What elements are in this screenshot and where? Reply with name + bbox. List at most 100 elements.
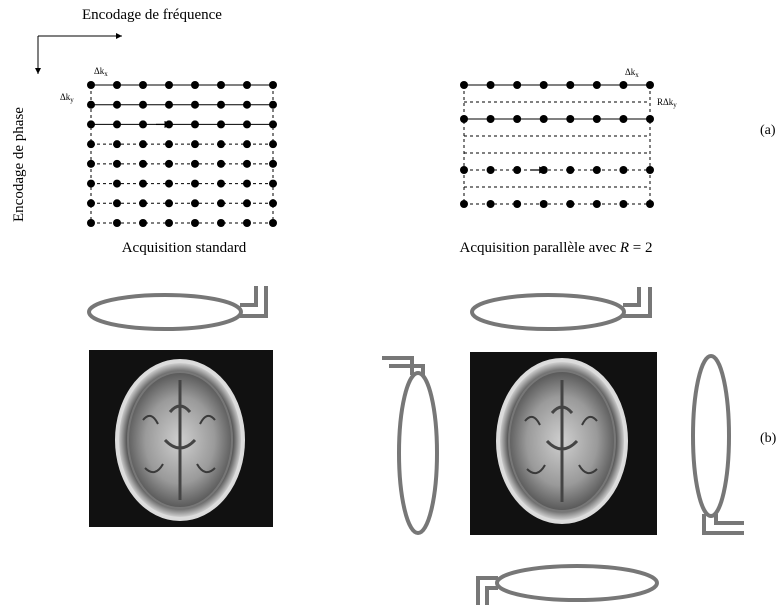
kspace-sample-point (191, 199, 199, 207)
kspace-sample-point (269, 101, 277, 109)
kspace-sample-point (243, 219, 251, 227)
kspace-sample-point (217, 219, 225, 227)
encoding-axes: Encodage de fréquence Encodage de phase (11, 7, 222, 222)
kspace-sample-point (269, 140, 277, 148)
kspace-sample-point (113, 160, 121, 168)
kspace-sample-point (566, 81, 574, 89)
kspace-sample-point (139, 120, 147, 128)
kspace-sample-point (593, 115, 601, 123)
kspace-sample-point (243, 101, 251, 109)
kspace-sample-point (487, 81, 495, 89)
kspace-sample-point (113, 120, 121, 128)
kspace-sample-point (113, 140, 121, 148)
kspace-sample-point (87, 101, 95, 109)
r-delta-ky-label: RΔky (657, 97, 677, 109)
kspace-sample-point (87, 140, 95, 148)
kspace-sample-point (243, 81, 251, 89)
kspace-sample-point (191, 120, 199, 128)
kspace-sample-point (487, 166, 495, 174)
kspace-sample-point (269, 219, 277, 227)
kspace-sample-point (619, 200, 627, 208)
kspace-sample-point (139, 180, 147, 188)
kspace-sample-point (113, 219, 121, 227)
kspace-sample-point (593, 81, 601, 89)
delta-ky-label: Δky (60, 92, 74, 104)
kspace-sample-point (217, 160, 225, 168)
coil-right (693, 356, 744, 533)
kspace-sample-point (217, 180, 225, 188)
kspace-sample-point (217, 120, 225, 128)
kspace-sample-point (540, 115, 548, 123)
kspace-sample-point (513, 81, 521, 89)
kspace-sample-point (191, 160, 199, 168)
kspace-sample-point (513, 115, 521, 123)
parallel-acquisition-grid (460, 81, 654, 208)
kspace-sample-point (217, 81, 225, 89)
standard-acquisition-grid (87, 81, 277, 227)
kspace-sample-point (540, 81, 548, 89)
standard-caption: Acquisition standard (122, 240, 247, 256)
brain-image-parallel (470, 352, 657, 535)
kspace-sample-point (165, 199, 173, 207)
kspace-sample-point (513, 166, 521, 174)
kspace-sample-point (487, 200, 495, 208)
single-coil-setup (89, 286, 273, 527)
kspace-sample-point (139, 219, 147, 227)
kspace-sample-point (646, 81, 654, 89)
kspace-sample-point (619, 81, 627, 89)
kspace-sample-point (113, 101, 121, 109)
kspace-sample-point (243, 180, 251, 188)
delta-kx-label: Δkx (94, 66, 108, 78)
kspace-sample-point (87, 180, 95, 188)
kspace-sample-point (269, 199, 277, 207)
kspace-sample-point (269, 81, 277, 89)
kspace-sample-point (165, 160, 173, 168)
kspace-sample-point (646, 166, 654, 174)
kspace-sample-point (113, 180, 121, 188)
kspace-sample-point (87, 81, 95, 89)
kspace-sample-point (269, 120, 277, 128)
kspace-sample-point (646, 200, 654, 208)
kspace-sample-point (139, 160, 147, 168)
kspace-sample-point (165, 140, 173, 148)
kspace-sample-point (87, 199, 95, 207)
kspace-sample-point (165, 101, 173, 109)
parallel-caption: Acquisition parallèle avec R = 2 (460, 240, 653, 256)
kspace-sample-point (139, 81, 147, 89)
phase-encoding-label: Encodage de phase (11, 107, 27, 222)
kspace-sample-point (217, 199, 225, 207)
panel-a-label: (a) (760, 123, 776, 138)
kspace-sample-point (191, 140, 199, 148)
kspace-sample-point (113, 199, 121, 207)
frequency-encoding-label: Encodage de fréquence (82, 7, 222, 23)
parallel-delta-kx-label: Δkx (625, 67, 639, 79)
kspace-sample-point (540, 200, 548, 208)
kspace-sample-point (243, 120, 251, 128)
kspace-sample-point (139, 140, 147, 148)
kspace-sample-point (619, 166, 627, 174)
kspace-sample-point (269, 160, 277, 168)
panel-b-label: (b) (760, 431, 777, 446)
kspace-sample-point (191, 81, 199, 89)
brain-image-standard (89, 350, 273, 527)
kspace-sample-point (460, 81, 468, 89)
kspace-sample-point (460, 200, 468, 208)
kspace-sample-point (87, 219, 95, 227)
kspace-sample-point (113, 81, 121, 89)
coil-top-left (89, 286, 266, 329)
kspace-sample-point (165, 81, 173, 89)
kspace-sample-point (217, 101, 225, 109)
parallel-grid-labels: Δkx RΔky Acquisition parallèle avec R = … (460, 67, 678, 256)
kspace-sample-point (513, 200, 521, 208)
kspace-sample-point (487, 115, 495, 123)
kspace-sample-point (593, 166, 601, 174)
kspace-sample-point (619, 115, 627, 123)
kspace-sample-point (269, 180, 277, 188)
kspace-sample-point (191, 101, 199, 109)
kspace-sample-point (460, 115, 468, 123)
kspace-sample-point (243, 199, 251, 207)
kspace-sample-point (87, 120, 95, 128)
kspace-sample-point (217, 140, 225, 148)
kspace-sample-point (566, 200, 574, 208)
kspace-sample-point (165, 180, 173, 188)
